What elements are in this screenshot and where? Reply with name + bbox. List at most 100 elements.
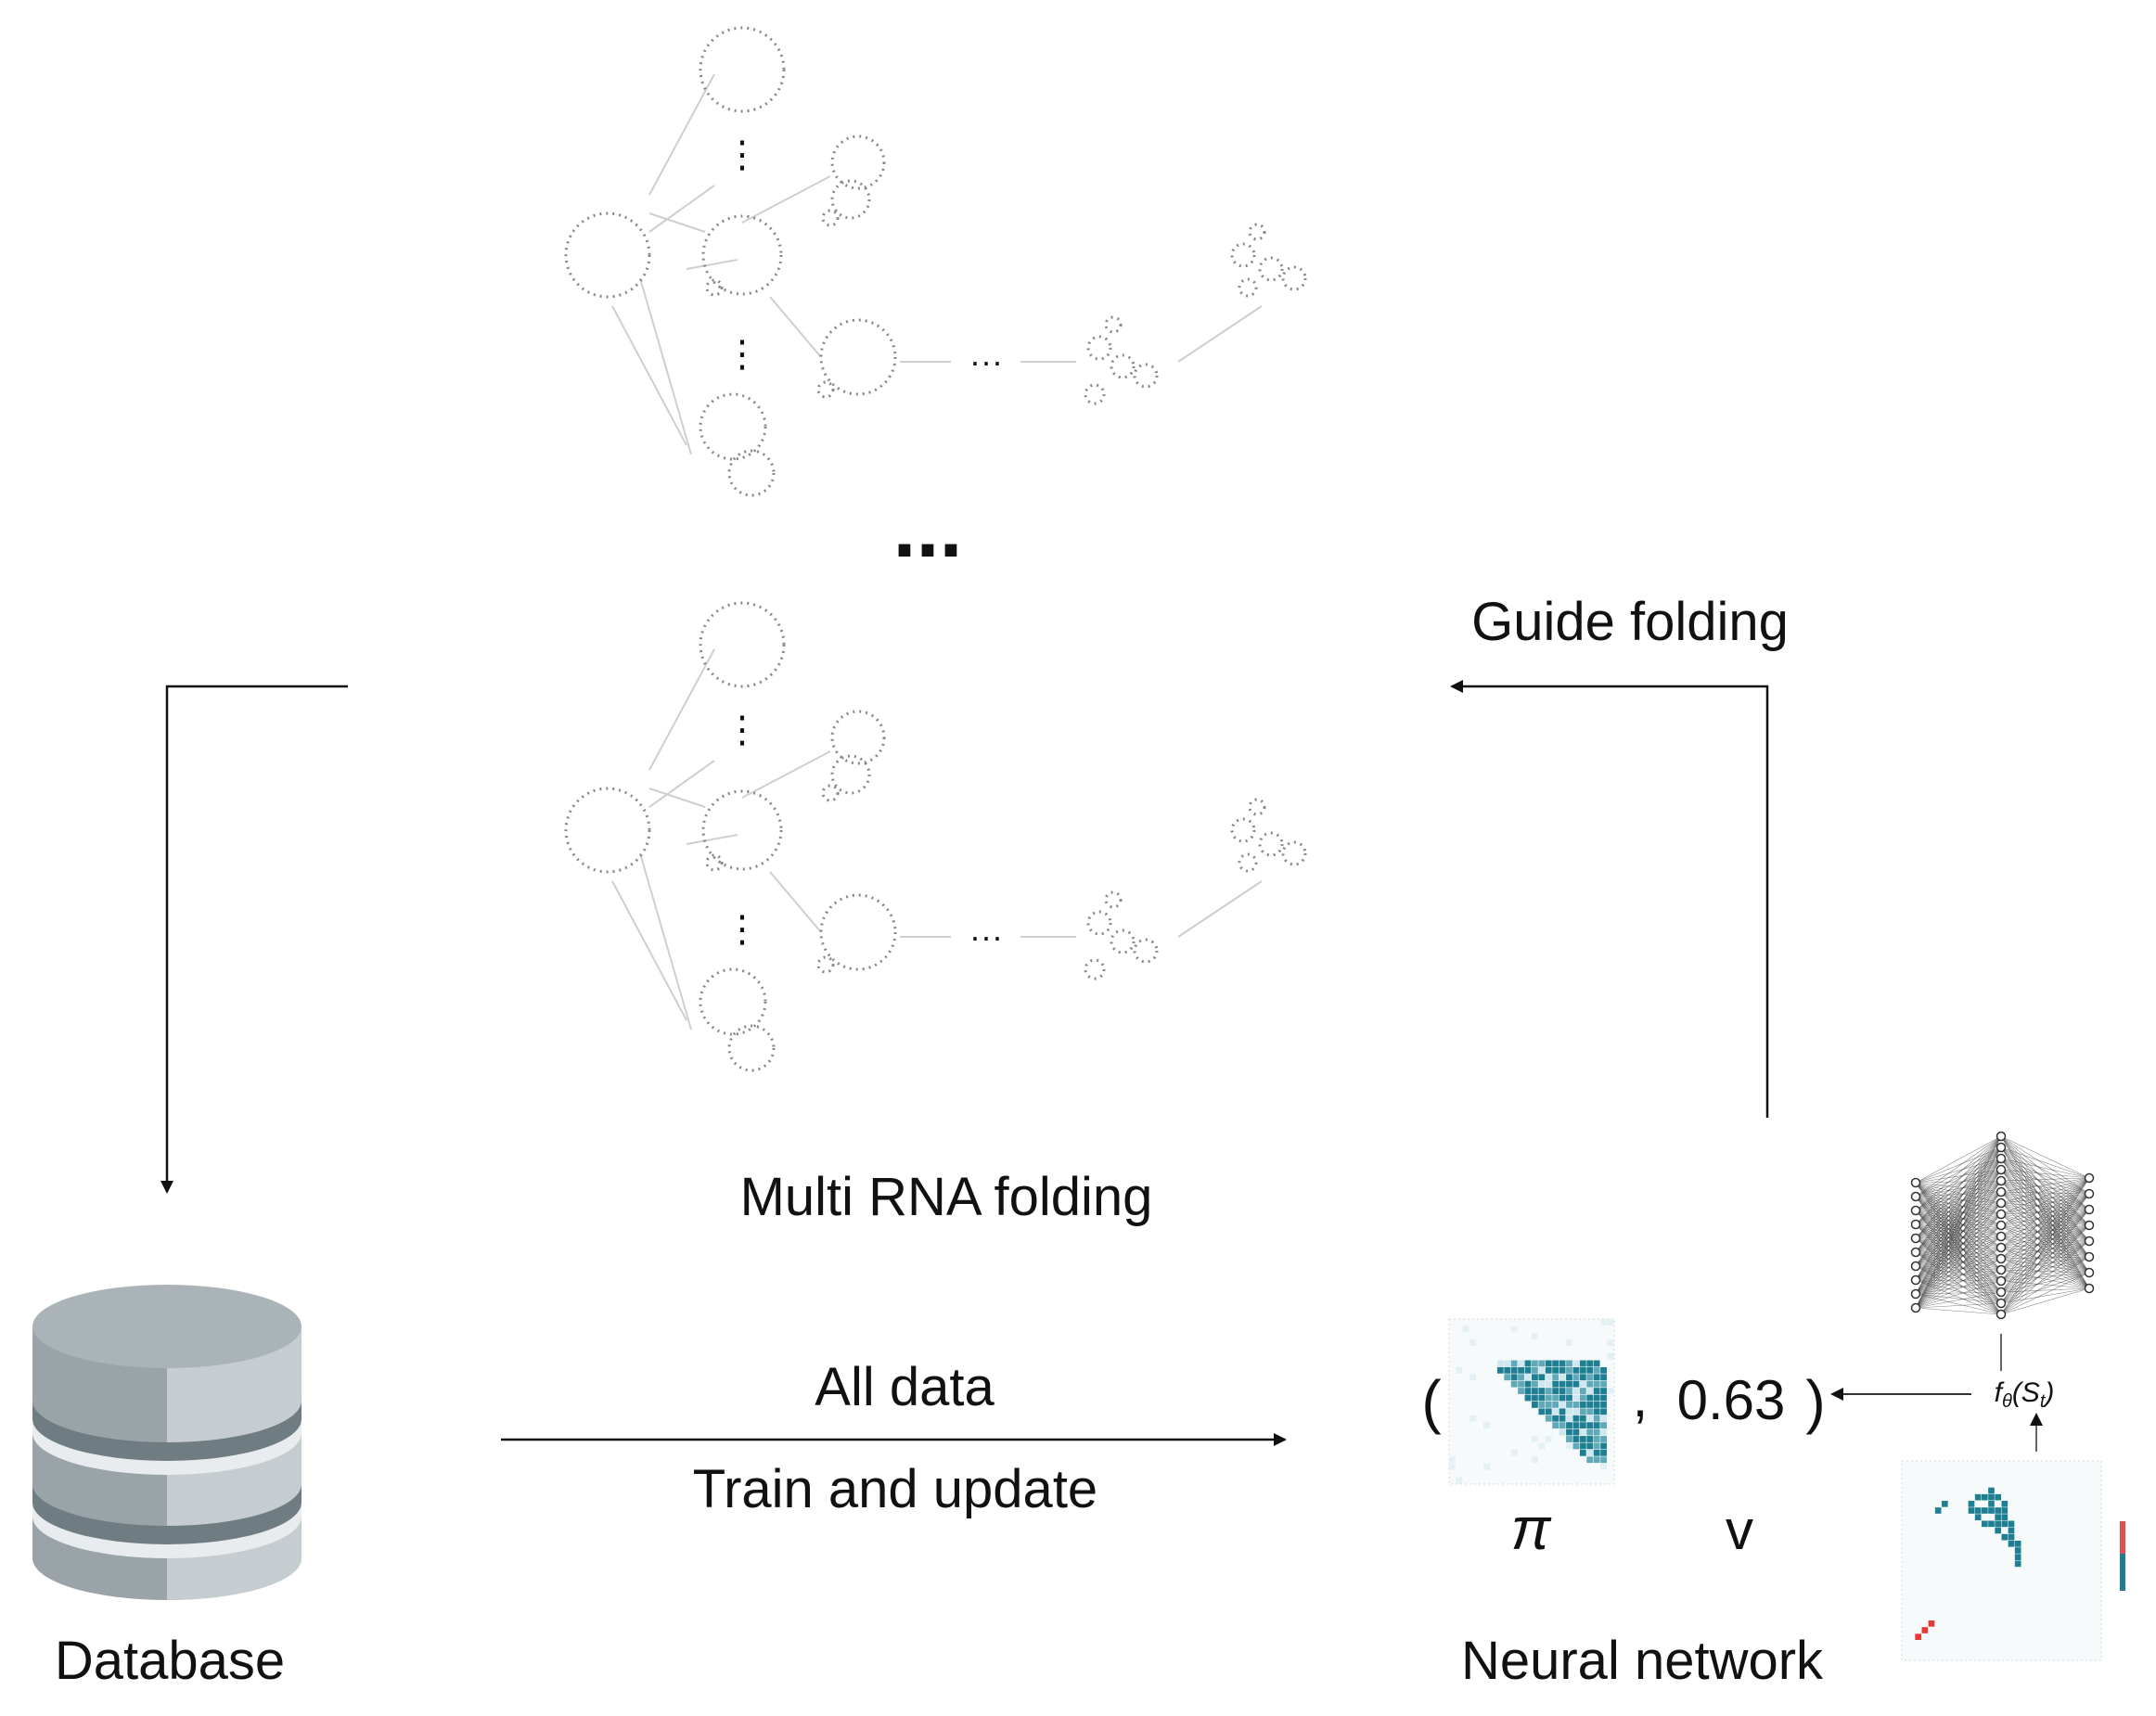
policy-cell (1510, 1449, 1518, 1456)
nn-node (1996, 1231, 2007, 1242)
nn-edge (1915, 1265, 2002, 1271)
policy-cell (1586, 1408, 1594, 1415)
pi-label: π (1511, 1495, 1552, 1562)
policy-cell (1496, 1366, 1504, 1374)
nn-node (1996, 1275, 2007, 1287)
policy-cell (1496, 1360, 1504, 1367)
policy-cell (1462, 1325, 1469, 1333)
policy-cell (1593, 1442, 1600, 1450)
nn-edge (1915, 1135, 2002, 1267)
nn-node (1996, 1220, 2007, 1231)
policy-cell (1532, 1402, 1538, 1408)
policy-cell (1559, 1374, 1566, 1381)
policy-cell (1524, 1366, 1532, 1374)
nn-edge (2000, 1224, 2090, 1304)
policy-cell (1532, 1394, 1538, 1402)
nn-edge (1915, 1135, 2002, 1197)
nn-edge (2000, 1240, 2090, 1293)
input-heatmap (1901, 1460, 2125, 1661)
nn-edge (2000, 1240, 2090, 1271)
policy-cell (1559, 1428, 1566, 1436)
nn-edge (1915, 1291, 2002, 1295)
vertical-ellipsis: ⋮ (724, 134, 761, 175)
diagonal-cell (1928, 1620, 1935, 1627)
policy-cell (1572, 1366, 1580, 1374)
policy-cell (1593, 1456, 1600, 1464)
nn-edge (1915, 1180, 2002, 1267)
input-cell (1968, 1507, 1975, 1514)
vertical-ellipsis: ⋮ (724, 909, 761, 950)
policy-cell (1572, 1436, 1580, 1442)
policy-cell (1510, 1360, 1518, 1367)
policy-cell (1504, 1360, 1511, 1367)
input-cell (1974, 1514, 1982, 1520)
policy-cell (1593, 1360, 1600, 1367)
policy-cell (1572, 1442, 1580, 1450)
policy-cell (1600, 1422, 1607, 1429)
input-cell (2014, 1560, 2021, 1568)
nn-edge (2000, 1224, 2090, 1315)
policy-cell (1579, 1402, 1586, 1408)
policy-cell (1545, 1380, 1552, 1388)
nn-edge (2000, 1177, 2090, 1304)
nn-edge (2000, 1158, 2090, 1179)
policy-cell (1600, 1449, 1607, 1456)
policy-cell (1607, 1353, 1614, 1360)
nn-edge (1915, 1293, 2002, 1304)
policy-cell (1524, 1394, 1532, 1402)
policy-cell (1593, 1408, 1600, 1415)
policy-cell (1572, 1408, 1580, 1415)
rna-tree-bottom: ⋮ ⋮ ··· (564, 601, 1307, 1072)
nn-edge (2000, 1224, 2090, 1282)
policy-cell (1504, 1366, 1511, 1374)
policy-cell (1559, 1366, 1566, 1374)
nn-edge (1915, 1169, 2002, 1295)
policy-cell (1545, 1360, 1552, 1367)
nn-edge (1915, 1191, 2002, 1295)
policy-cell (1518, 1380, 1524, 1388)
nn-edge (2000, 1193, 2090, 1293)
vertical-ellipsis: ⋮ (724, 334, 761, 375)
policy-cell (1572, 1402, 1580, 1408)
policy-cell (1593, 1402, 1600, 1408)
policy-cell (1586, 1380, 1594, 1388)
policy-cell (1586, 1436, 1594, 1442)
nn-edge (2000, 1240, 2090, 1249)
nn-edge (1915, 1265, 2002, 1282)
nn-edge (2000, 1247, 2090, 1258)
input-cell (1988, 1493, 1995, 1501)
nn-edge (1915, 1191, 2002, 1281)
nn-edge (1915, 1247, 2002, 1281)
policy-cell (1538, 1380, 1546, 1388)
policy-cell (1572, 1428, 1580, 1436)
nn-edge (1915, 1265, 2002, 1293)
nn-edge (2000, 1177, 2090, 1271)
f-theta-label: fθ(St) (1995, 1377, 2055, 1412)
all-data-label: All data (815, 1357, 995, 1417)
nn-edge (1915, 1269, 2002, 1281)
diagonal-cell (1915, 1633, 1921, 1640)
nn-edge (2000, 1256, 2090, 1315)
nn-edge (1915, 1146, 2002, 1281)
policy-cell (1572, 1388, 1580, 1394)
multi-rna-folding-label: Multi RNA folding (740, 1167, 1153, 1227)
policy-cell (1545, 1408, 1552, 1415)
nn-edge (1915, 1247, 2002, 1309)
input-cell (1995, 1520, 2001, 1528)
horizontal-ellipsis: ··· (969, 342, 1003, 380)
input-cell (1995, 1527, 2001, 1534)
policy-cell (1566, 1442, 1572, 1450)
nn-edge (1915, 1158, 2002, 1267)
policy-cell (1586, 1366, 1594, 1374)
policy-cell (1524, 1374, 1532, 1381)
nn-edge (2000, 1209, 2090, 1304)
policy-cell (1559, 1408, 1566, 1415)
nn-edge (1915, 1191, 2002, 1267)
policy-cell (1586, 1456, 1594, 1464)
nn-edge (2000, 1224, 2090, 1260)
nn-edge (1915, 1293, 2002, 1315)
nn-node (1996, 1253, 2007, 1264)
policy-cell (1545, 1436, 1552, 1442)
policy-cell (1572, 1380, 1580, 1388)
nn-node (1996, 1209, 2007, 1220)
